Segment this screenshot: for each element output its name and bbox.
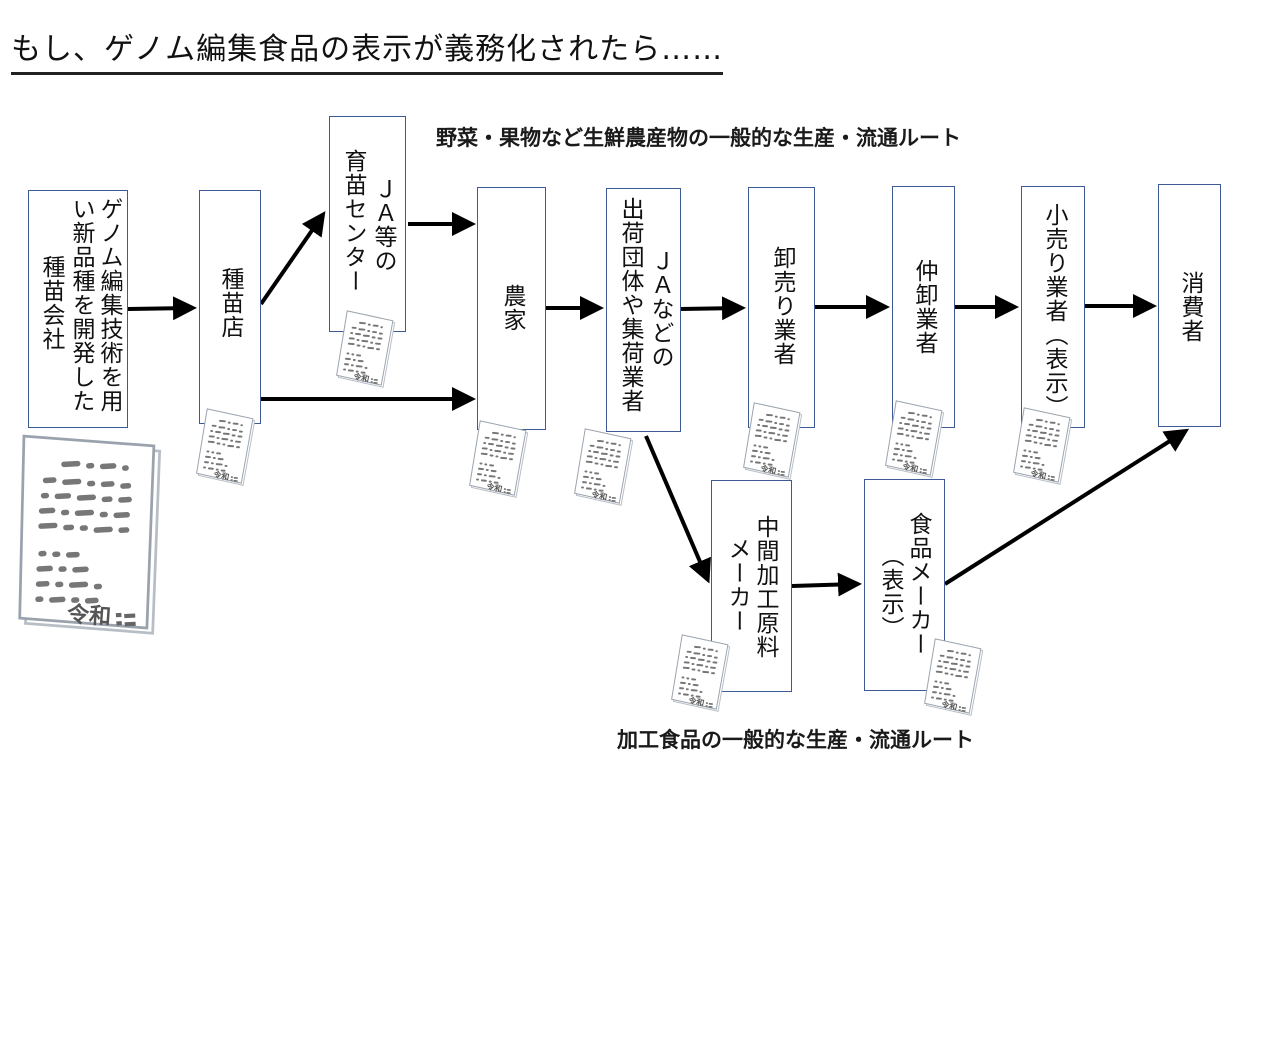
document-icon bbox=[335, 309, 396, 389]
seed-company-line3: 種苗会社 bbox=[38, 255, 64, 351]
farmer-label: 農家 bbox=[499, 284, 525, 332]
document-icon bbox=[742, 401, 803, 481]
node-wholesaler: 卸売り業者 bbox=[748, 187, 815, 428]
food-maker-line2: （表示） bbox=[877, 544, 903, 640]
node-intermediate-maker: 中間加工原料 メーカー bbox=[711, 480, 792, 692]
node-ja-nursery: ＪＡ等の 育苗センター bbox=[329, 116, 406, 332]
document-icon bbox=[1012, 406, 1073, 486]
node-intermediate-wholesaler: 仲卸業者 bbox=[892, 186, 955, 428]
node-retailer: 小売り業者（表示） bbox=[1021, 186, 1085, 428]
seed-company-line2: い新品種を開発した bbox=[68, 197, 94, 413]
shipper-line2: 出荷団体や集荷業者 bbox=[617, 197, 643, 413]
fresh-route-caption: 野菜・果物など生鮮農産物の一般的な生産・流通ルート bbox=[436, 126, 961, 150]
arrow-seedco-to-shop bbox=[127, 296, 197, 321]
document-icon bbox=[195, 407, 256, 487]
node-shipper: ＪＡなどの 出荷団体や集荷業者 bbox=[606, 188, 681, 432]
document-icon bbox=[573, 427, 634, 507]
node-seed-shop: 種苗店 bbox=[199, 190, 261, 424]
document-icon bbox=[884, 399, 945, 479]
arrow-shop-to-nursery bbox=[259, 211, 326, 306]
node-seed-company: ゲノム編集技術を用 い新品種を開発した 種苗会社 bbox=[28, 190, 128, 428]
document-icon bbox=[468, 419, 529, 499]
wholesaler-label: 卸売り業者 bbox=[769, 246, 795, 366]
intermediate-maker-line2: メーカー bbox=[724, 537, 750, 633]
food-maker-line1: 食品メーカー bbox=[905, 512, 931, 656]
seed-shop-label: 種苗店 bbox=[217, 267, 243, 339]
arrow-shipper-to-intermaker bbox=[644, 435, 711, 584]
arrow-foodmaker-to-consumer bbox=[943, 428, 1190, 586]
node-consumer: 消費者 bbox=[1158, 184, 1221, 427]
processed-route-caption: 加工食品の一般的な生産・流通ルート bbox=[617, 728, 974, 752]
document-icon bbox=[8, 427, 171, 642]
intermediate-wholesaler-label: 仲卸業者 bbox=[911, 259, 937, 355]
retailer-label: 小売り業者（表示） bbox=[1041, 203, 1067, 419]
page-title: もし、ゲノム編集食品の表示が義務化されたら…… bbox=[11, 30, 724, 75]
intermediate-maker-line1: 中間加工原料 bbox=[752, 515, 778, 659]
arrow-intermaker-to-foodmaker bbox=[791, 572, 862, 597]
shipper-line1: ＪＡなどの bbox=[647, 249, 673, 369]
consumer-label: 消費者 bbox=[1177, 271, 1203, 343]
arrow-shipper-to-wholesaler bbox=[680, 296, 746, 321]
seed-company-line1: ゲノム編集技術を用 bbox=[96, 197, 122, 413]
node-farmer: 農家 bbox=[477, 187, 546, 430]
ja-nursery-line2: 育苗センター bbox=[340, 149, 366, 293]
document-icon bbox=[923, 637, 984, 717]
node-food-maker: 食品メーカー （表示） bbox=[864, 479, 945, 691]
document-icon bbox=[670, 633, 731, 713]
ja-nursery-line1: ＪＡ等の bbox=[370, 177, 396, 273]
